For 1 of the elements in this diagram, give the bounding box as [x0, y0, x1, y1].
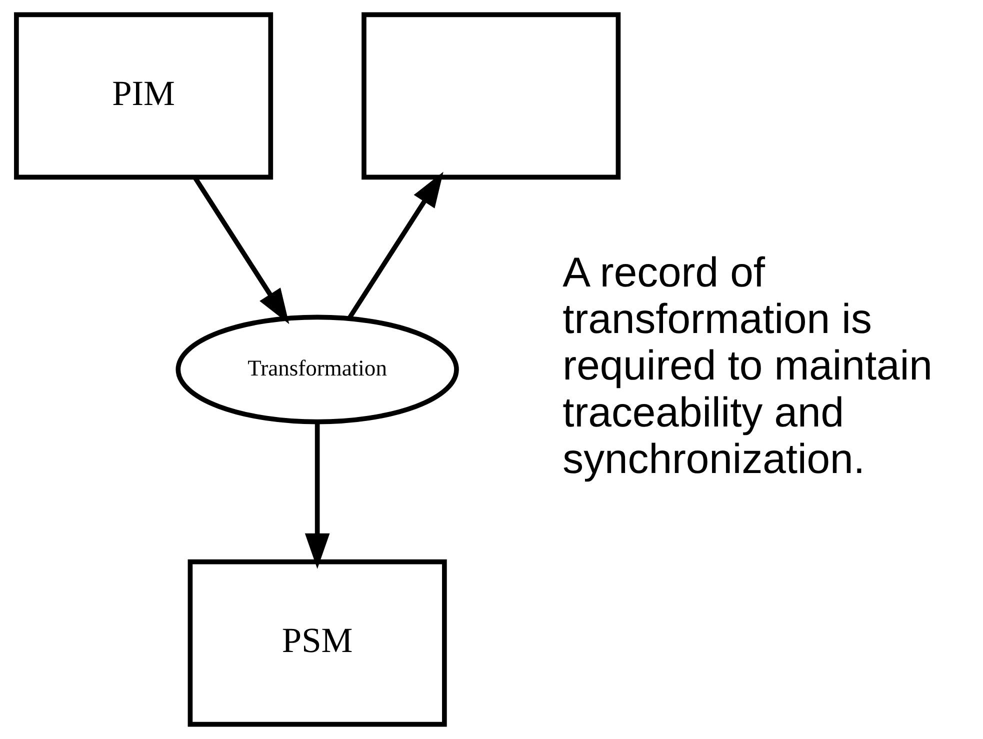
label: A record of transformation is required to maintain traceability and synchronization.: [562, 248, 932, 482]
